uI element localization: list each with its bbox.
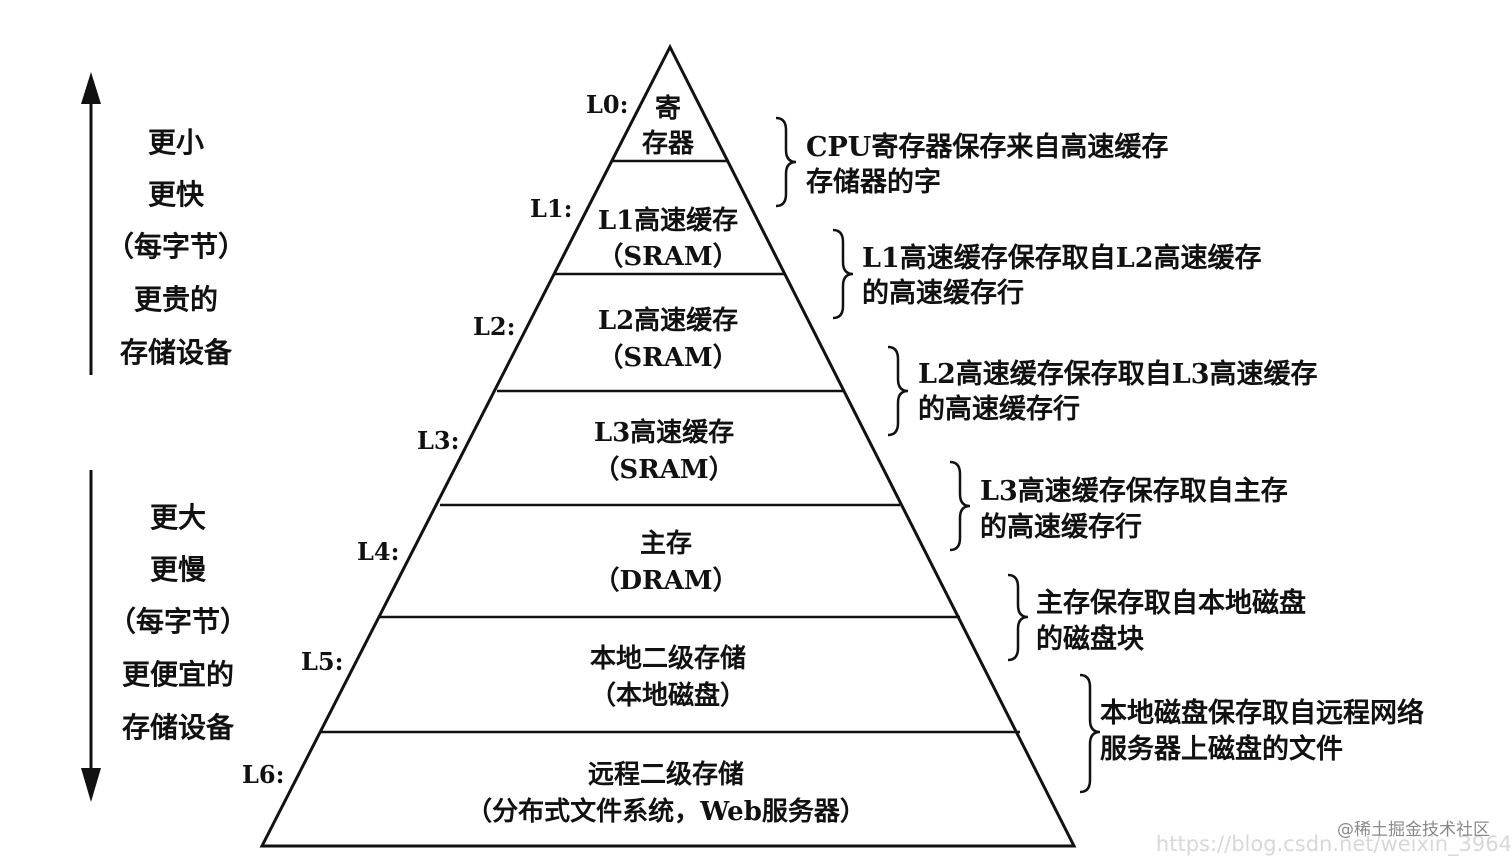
note-line: 的高速缓存行 (980, 511, 1142, 543)
url-watermark: https://blog.csdn.net/weixin_3964 (1155, 832, 1512, 856)
bottom-side-line: 存储设备 (122, 711, 235, 744)
brace (949, 460, 971, 552)
tier-l4-line: 主存 (640, 529, 692, 559)
tier-l0-line: 存器 (642, 129, 695, 159)
top-side-line: 更快 (148, 178, 205, 211)
note-line: 存储器的字 (806, 166, 941, 198)
braces (775, 116, 1101, 794)
level-label-l6: L6: (242, 760, 284, 789)
tier-l2-line: （SRAM） (597, 343, 738, 373)
bottom-side-line: 更大 (150, 501, 206, 534)
tier-contents: 寄 存器 L1高速缓存 （SRAM） L2高速缓存 （SRAM） L3高速缓存 … (466, 93, 866, 827)
top-side-line: （每字节） (106, 230, 246, 263)
top-side-text: 更小 更快 （每字节） 更贵的 存储设备 (106, 126, 246, 369)
note-line: 的高速缓存行 (862, 277, 1024, 309)
site-watermark: @稀土掘金技术社区 (1337, 820, 1490, 840)
note-line: 本地磁盘保存取自远程网络 (1100, 697, 1424, 729)
tier-l6-line: （分布式文件系统，Web服务器） (466, 796, 866, 827)
note-line: L3高速缓存保存取自主存 (980, 475, 1288, 507)
level-label-l0: L0: (586, 90, 628, 119)
top-side-line: 存储设备 (120, 336, 233, 369)
tier-l3-line: L3高速缓存 (594, 417, 734, 448)
tier-l0-line: 寄 (655, 93, 681, 124)
brace (775, 116, 797, 208)
up-arrow (81, 72, 101, 375)
level-label-l3: L3: (417, 426, 459, 455)
note-line: L2高速缓存保存取自L3高速缓存 (918, 358, 1318, 390)
tier-l1-line: （SRAM） (597, 242, 738, 272)
level-label-l5: L5: (301, 647, 343, 676)
tier-l4-line: （DRAM） (593, 566, 738, 596)
level-label-l2: L2: (473, 312, 515, 341)
note-line: 主存保存取自本地磁盘 (1036, 587, 1306, 619)
note-line: 的磁盘块 (1036, 623, 1145, 655)
tier-l5-line: （本地磁盘） (590, 680, 746, 711)
notes: CPU寄存器保存来自高速缓存 存储器的字 L1高速缓存保存取自L2高速缓存 的高… (806, 131, 1424, 765)
pyramid (259, 43, 1077, 848)
top-side-line: 更小 (148, 126, 204, 159)
down-arrow (81, 470, 101, 802)
bottom-side-line: 更便宜的 (122, 658, 234, 691)
brace (1079, 673, 1101, 794)
tier-l6-line: 远程二级存储 (588, 759, 744, 790)
note-line: 服务器上磁盘的文件 (1100, 733, 1343, 765)
bottom-side-text: 更大 更慢 （每字节） 更便宜的 存储设备 (108, 501, 248, 744)
tier-l5-line: 本地二级存储 (590, 643, 746, 674)
level-labels: L0: L1: L2: L3: L4: L5: L6: (242, 90, 628, 789)
bottom-side-line: （每字节） (108, 605, 248, 638)
brace (832, 228, 854, 320)
brace (1007, 573, 1029, 662)
note-line: CPU寄存器保存来自高速缓存 (806, 131, 1168, 163)
bottom-side-line: 更慢 (150, 553, 207, 586)
tier-l1-line: L1高速缓存 (598, 205, 738, 236)
note-line: L1高速缓存保存取自L2高速缓存 (862, 242, 1262, 274)
tier-l2-line: L2高速缓存 (598, 305, 738, 336)
level-label-l1: L1: (530, 194, 572, 223)
tier-l3-line: （SRAM） (593, 455, 734, 485)
level-label-l4: L4: (357, 537, 399, 566)
top-side-line: 更贵的 (134, 283, 218, 316)
brace (887, 345, 909, 437)
note-line: 的高速缓存行 (918, 393, 1080, 425)
